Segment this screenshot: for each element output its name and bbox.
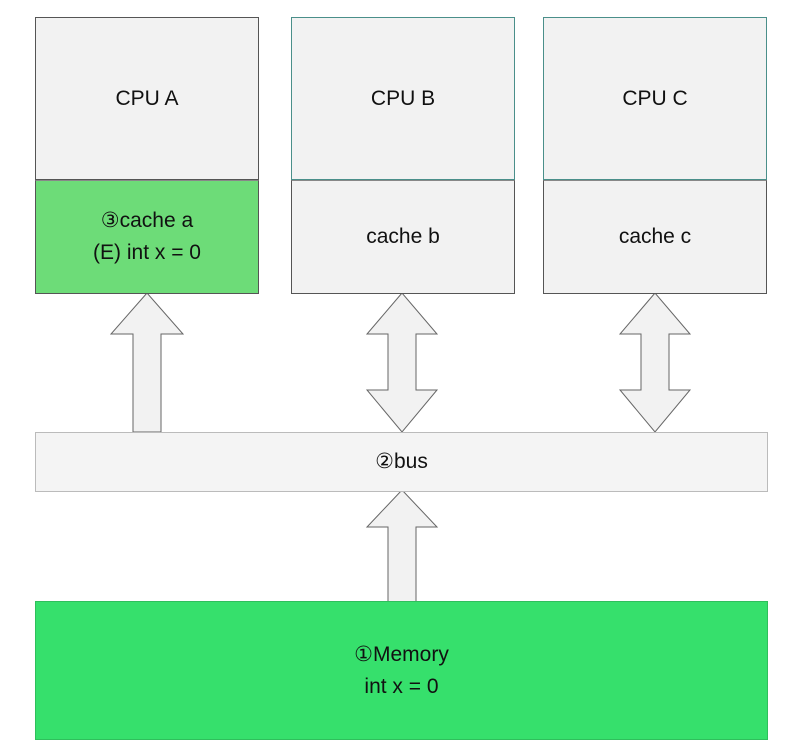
memory-to-bus-arrow [365, 489, 439, 603]
bus-to-cache-a-arrow [109, 292, 185, 433]
bus-box: ②bus [35, 432, 768, 492]
bus-cache-b-double-arrow [365, 292, 439, 433]
memory-line2: int x = 0 [364, 674, 439, 698]
cpu-c-box: CPU C [543, 17, 767, 180]
cpu-b-label: CPU B [370, 86, 436, 110]
memory-line1: ①Memory [354, 642, 449, 666]
cpu-b-box: CPU B [291, 17, 515, 180]
cache-b-box: cache b [291, 180, 515, 294]
bus-label: ②bus [375, 450, 428, 473]
cache-a-box: ③cache a (E) int x = 0 [35, 180, 259, 294]
cache-c-label: cache c [618, 225, 692, 248]
cache-a-line1: ③cache a [100, 209, 194, 232]
cpu-c-label: CPU C [622, 86, 688, 110]
cache-a-line2: (E) int x = 0 [93, 241, 201, 264]
memory-box: ①Memory int x = 0 [35, 601, 768, 740]
cache-c-box: cache c [543, 180, 767, 294]
bus-cache-c-double-arrow [618, 292, 692, 433]
cpu-a-box: CPU A [35, 17, 259, 180]
cache-b-label: cache b [366, 225, 440, 248]
cpu-a-label: CPU A [115, 86, 179, 110]
